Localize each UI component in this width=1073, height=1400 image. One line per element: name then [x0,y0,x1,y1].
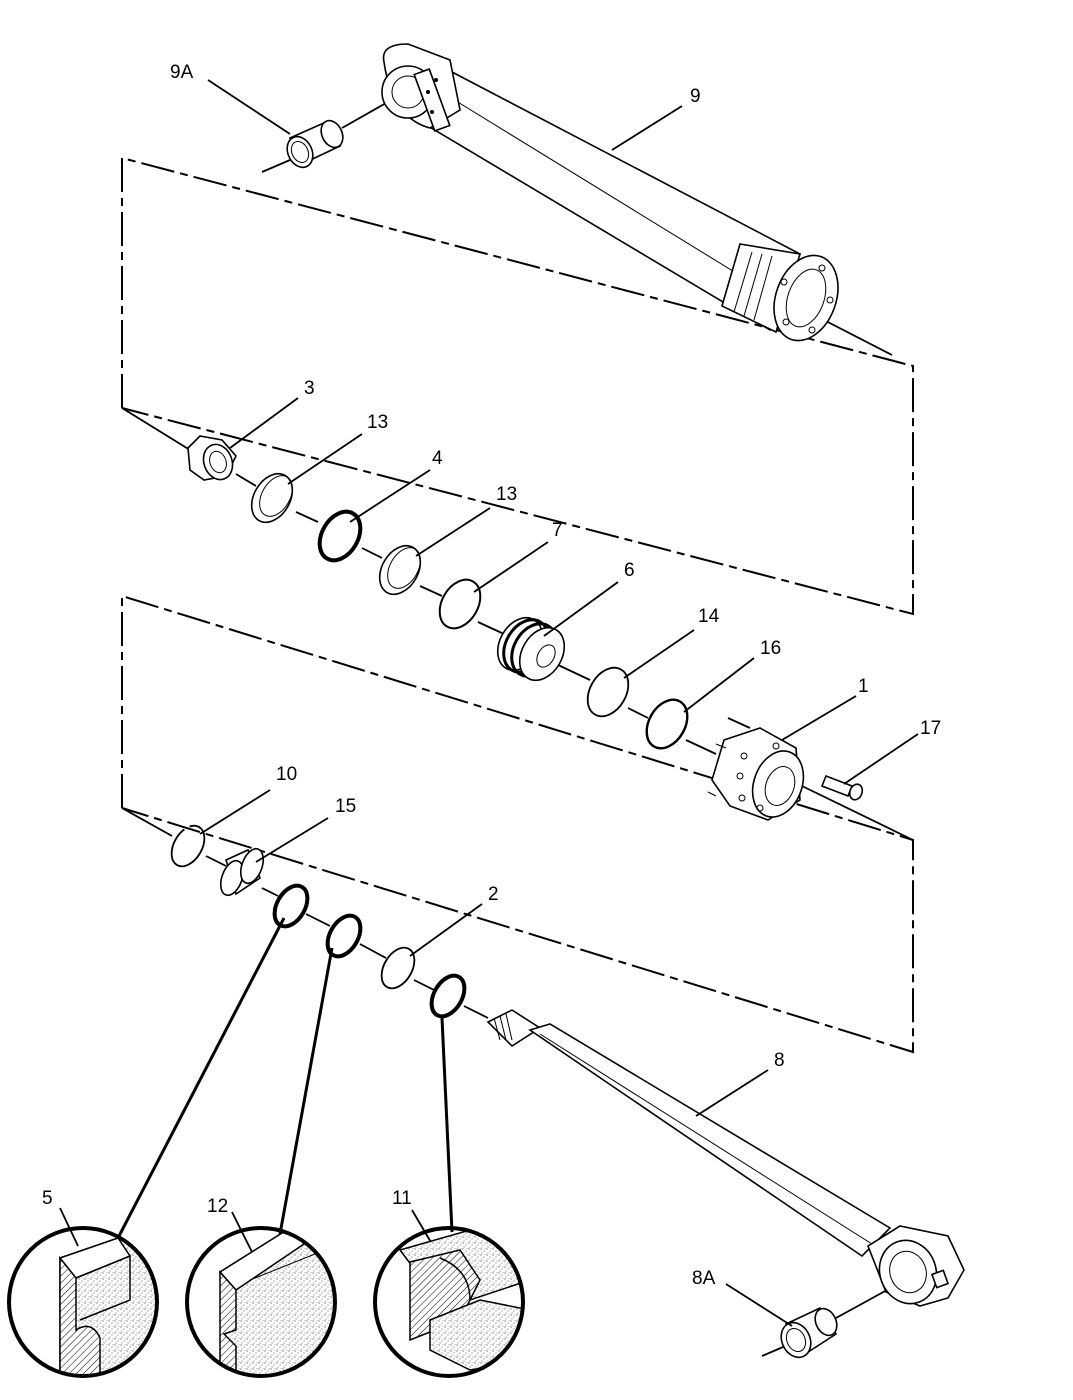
callout-10: 10 [276,764,297,785]
callout-7: 7 [552,520,563,541]
part-15-bearing [219,847,265,897]
callout-4: 4 [432,448,443,469]
part-16-ring [645,698,689,750]
callout-2: 2 [488,884,499,905]
part-8-rod [486,1009,965,1307]
part-5-seal [272,883,310,929]
part-6-piston [496,616,566,682]
part-11-wiper [429,973,467,1019]
detail-view-5 [7,1226,159,1378]
leader-lines [59,79,919,1327]
part-9-cylinder-barrel [381,43,839,342]
callout-9: 9 [690,86,701,107]
part-3-nut [187,435,237,481]
detail-view-12 [185,1226,337,1378]
part-1-head [707,727,805,821]
callout-14: 14 [698,606,720,627]
callout-5: 5 [42,1188,53,1209]
callout-6: 6 [624,560,635,581]
part-13-ring-lower [378,544,422,596]
part-13-ring-upper [250,472,294,524]
callout-11: 11 [392,1188,412,1209]
assembly-frame-upper [121,156,914,616]
callout-17: 17 [920,718,941,739]
callout-1: 1 [858,676,869,697]
detail-view-11 [373,1226,525,1378]
part-8a-bushing [780,1306,838,1359]
callout-8a: 8A [692,1268,716,1289]
callout-3: 3 [304,378,315,399]
part-10-ring [170,824,206,868]
callout-15: 15 [335,796,356,817]
part-17-bolt [820,774,864,801]
part-2-ring [380,946,416,990]
callout-9a: 9A [170,62,194,83]
part-9a-bushing [286,119,344,169]
callout-13-lower: 13 [496,484,517,505]
callout-8: 8 [774,1050,785,1071]
callout-13-upper: 13 [367,412,388,433]
callout-16: 16 [760,638,781,659]
part-12-seal [325,913,363,959]
callout-labels: 9A 9 3 13 4 13 7 6 14 16 1 17 10 15 2 8 … [42,62,941,1289]
part-4-ring [317,509,363,563]
callout-12: 12 [207,1196,228,1217]
part-7-ring [438,578,482,630]
part-14-ring [586,666,630,718]
